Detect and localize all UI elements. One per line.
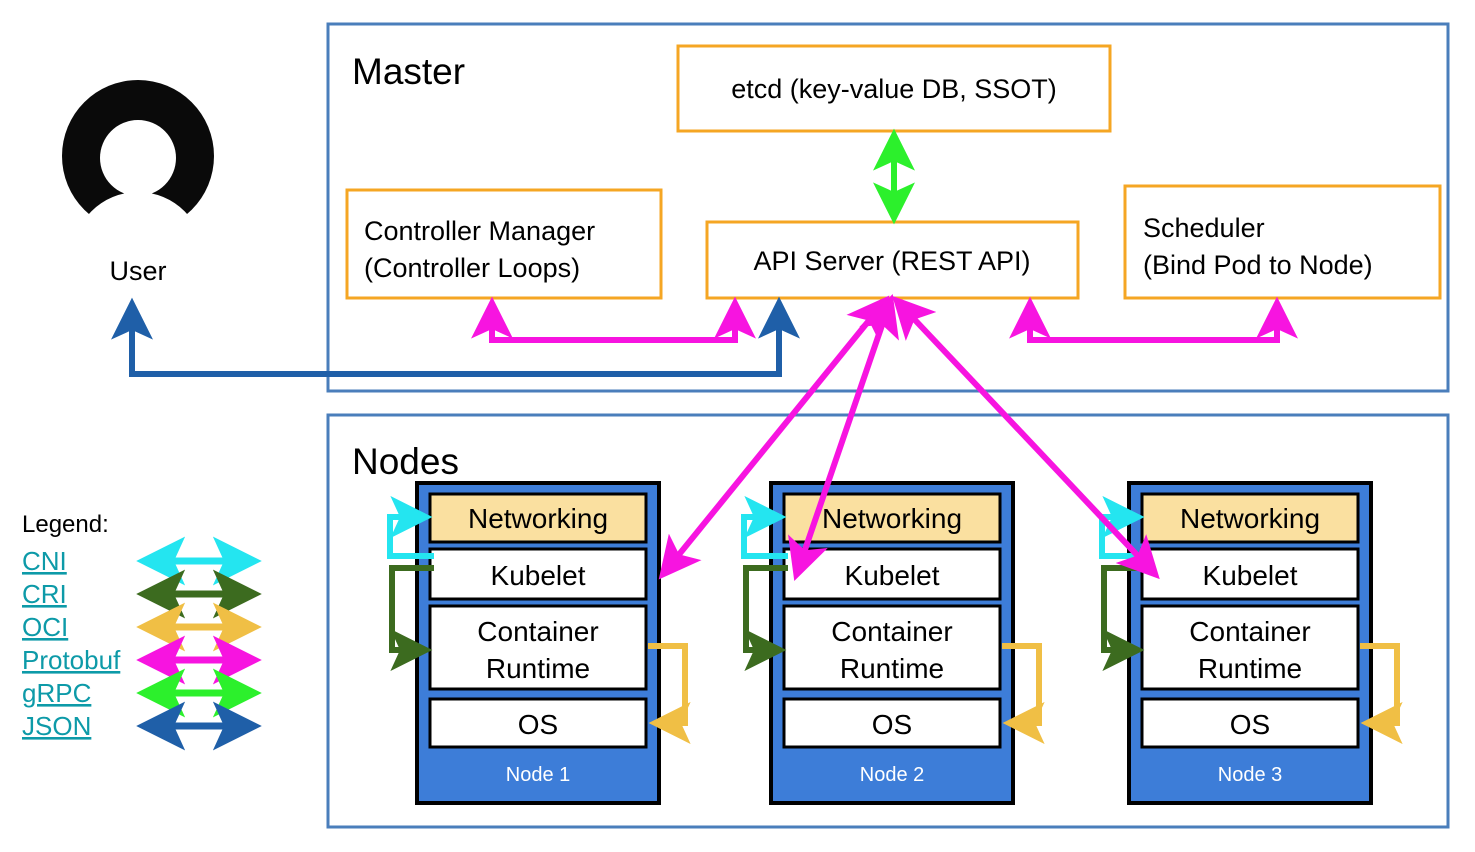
- node-1-kubelet-tier[interactable]: [428, 547, 648, 601]
- node-2-os-tier[interactable]: [782, 697, 1002, 749]
- node-1-os-tier[interactable]: [428, 697, 648, 749]
- node-3-kubelet-tier[interactable]: [1140, 547, 1360, 601]
- node-3-kubelet-label: Kubelet: [1203, 560, 1298, 591]
- node-1[interactable]: Networking Kubelet Container Runtime OS …: [387, 481, 691, 805]
- etcd-box[interactable]: [676, 44, 1112, 133]
- node-2-runtime-label-line1: Container: [831, 616, 952, 647]
- controller-manager-label-line2: (Controller Loops): [364, 253, 580, 283]
- legend-item-oci-label[interactable]: OCI: [22, 612, 68, 642]
- node-3-networking-label: Networking: [1180, 503, 1320, 534]
- controller-manager-box[interactable]: [345, 188, 663, 300]
- node-1-connector-cri: [389, 565, 434, 671]
- node-1-connector-cni: [387, 496, 434, 559]
- node-2-connector-oci: [1002, 643, 1045, 744]
- connector-protobuf-apiserver-node-3: [892, 295, 1160, 580]
- node-2-os-label: OS: [872, 709, 912, 740]
- legend-item-cni-label[interactable]: CNI: [22, 546, 67, 576]
- node-2-kubelet-label: Kubelet: [845, 560, 940, 591]
- scheduler-label-line2: (Bind Pod to Node): [1143, 250, 1373, 280]
- legend-item-json-label[interactable]: JSON: [22, 711, 91, 741]
- user-label: User: [109, 256, 166, 286]
- node-3-runtime-label-line2: Runtime: [1198, 653, 1302, 684]
- legend-item-grpc-label[interactable]: gRPC: [22, 678, 91, 708]
- controller-manager-label-line1: Controller Manager: [364, 216, 595, 246]
- master-title: Master: [352, 51, 465, 92]
- node-1-runtime-label-line1: Container: [477, 616, 598, 647]
- scheduler-label-line1: Scheduler: [1143, 213, 1265, 243]
- node-2[interactable]: Networking Kubelet Container Runtime OS …: [741, 481, 1045, 805]
- etcd-label: etcd (key-value DB, SSOT): [731, 74, 1057, 104]
- user-avatar-icon: [62, 80, 214, 232]
- node-1-runtime-tier[interactable]: [428, 604, 648, 691]
- node-2-runtime-tier[interactable]: [782, 604, 1002, 691]
- connector-protobuf-apiserver-node-2: [788, 294, 899, 581]
- api-server-box[interactable]: [705, 220, 1080, 300]
- node-3-os-tier[interactable]: [1140, 697, 1360, 749]
- node-1-connector-oci: [648, 643, 691, 744]
- api-server-label: API Server (REST API): [753, 246, 1030, 276]
- node-3-runtime-label-line1: Container: [1189, 616, 1310, 647]
- node-1-os-label: OS: [518, 709, 558, 740]
- node-2-name: Node 2: [860, 764, 925, 786]
- legend: Legend: CNI CRI OCI Protobuf gRPC JSON: [22, 511, 262, 751]
- node-3-os-label: OS: [1230, 709, 1270, 740]
- node-1-kubelet-label: Kubelet: [491, 560, 586, 591]
- node-2-runtime-label-line2: Runtime: [840, 653, 944, 684]
- legend-title: Legend:: [22, 511, 109, 538]
- node-3-name: Node 3: [1218, 764, 1283, 786]
- node-3[interactable]: Networking Kubelet Container Runtime OS …: [1099, 481, 1403, 805]
- node-1-name: Node 1: [506, 764, 571, 786]
- node-3-connector-oci: [1360, 643, 1403, 744]
- nodes-title: Nodes: [352, 441, 459, 482]
- legend-item-protobuf-label[interactable]: Protobuf: [22, 645, 121, 675]
- node-1-runtime-label-line2: Runtime: [486, 653, 590, 684]
- legend-item-cri-label[interactable]: CRI: [22, 579, 67, 609]
- node-2-networking-label: Networking: [822, 503, 962, 534]
- node-3-networking-tier[interactable]: [1140, 492, 1360, 544]
- node-1-networking-label: Networking: [468, 503, 608, 534]
- node-1-networking-tier[interactable]: [428, 492, 648, 544]
